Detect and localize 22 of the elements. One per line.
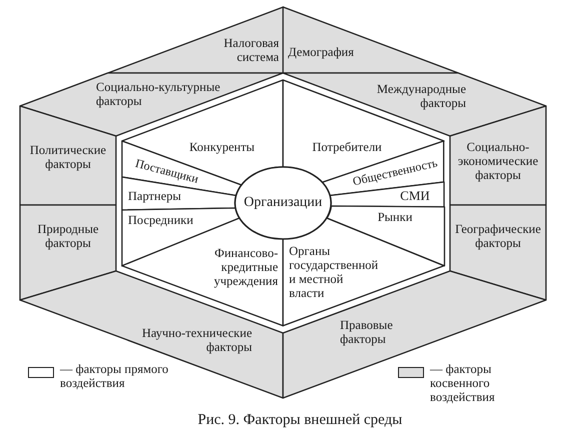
caption: Рис. 9. Факторы внешней среды [197,411,403,429]
factor-label: Природные факторы [36,222,100,250]
factor-label: Социально-культурные факторы [96,80,222,108]
factor-label: Социально-экономические факторы [457,140,539,182]
legend-text: — факторы прямого воздействия [60,362,170,390]
factor-label: Потребители [312,140,382,154]
factor-label: Партнеры [128,189,182,203]
legend-text: — факторы косвенного воздействия [430,362,496,404]
factor-label: Научно-технические факторы [140,326,252,354]
factor-label: Географические факторы [454,222,542,250]
factor-label: Налоговая система [222,36,279,64]
factor-label: СМИ [399,189,430,203]
factor-label: Посредники [128,212,194,227]
factor-label: Демография [288,45,355,59]
factor-label: Органы государственной и местной власти [289,244,380,300]
factor-label: Конкуренты [188,140,256,154]
factor-label: Международные факторы [376,82,466,110]
center-label: Организации [243,195,323,211]
factor-label: Финансово-кредитные учреждения [212,246,278,288]
factor-label: Политические факторы [29,143,107,171]
factor-label: Рынки [376,210,413,224]
factor-label: Правовые факторы [340,318,394,346]
